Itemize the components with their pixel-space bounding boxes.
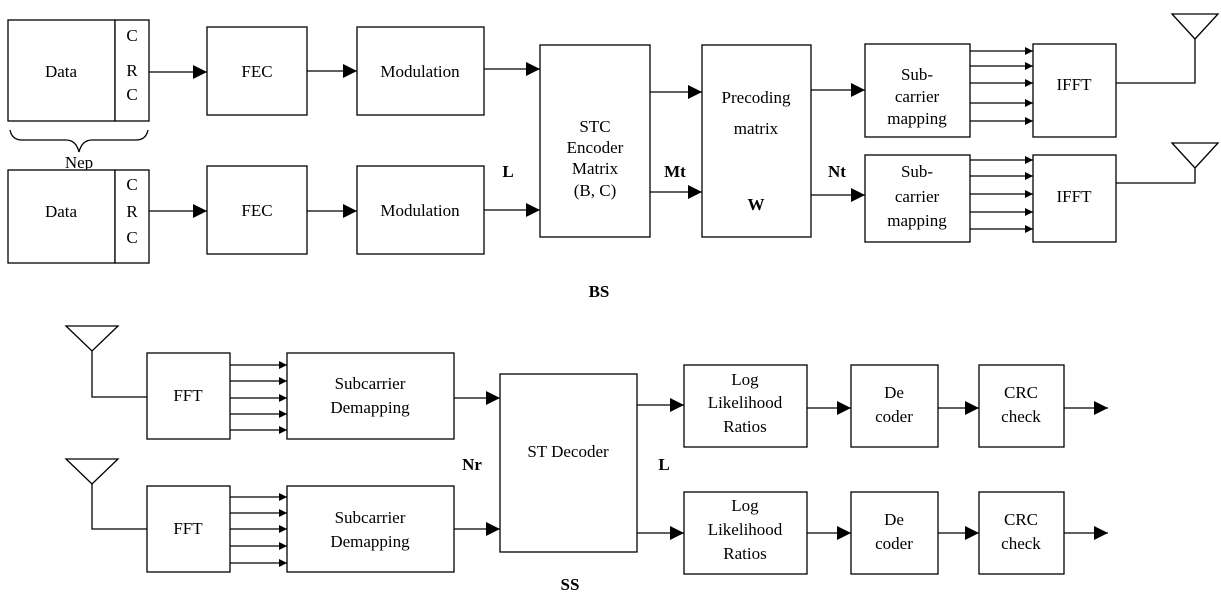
de-coder-2-line2: coder	[875, 534, 913, 553]
subcarrier-1-line2: carrier	[895, 87, 940, 106]
llr-2-line3: Ratios	[723, 544, 766, 563]
precoding-matrix-block	[701, 44, 812, 238]
tx-antenna-icon-1	[1170, 13, 1220, 40]
llr-block-1	[683, 364, 808, 448]
llr-1-line1: Log	[731, 370, 759, 389]
nt-label: Nt	[828, 162, 846, 181]
subcarrier-arrows-2	[970, 156, 1033, 233]
stc-label-line2: Encoder	[567, 138, 624, 157]
precoding-label-line2: matrix	[734, 119, 779, 138]
ss-label: SS	[561, 575, 580, 594]
rx-antenna-icon-2	[64, 458, 120, 485]
ifft-label-1: IFFT	[1057, 75, 1093, 94]
crc-block-2	[114, 169, 150, 264]
bs-label: BS	[589, 282, 610, 301]
modulation-block-1	[356, 26, 485, 116]
llr-2-line1: Log	[731, 496, 759, 515]
stc-label-line4: (B, C)	[574, 181, 617, 200]
llr-block-2	[683, 491, 808, 575]
subcarrier-mapping-block-1	[864, 43, 971, 138]
ifft-label-2: IFFT	[1057, 187, 1093, 206]
demap-1-line1: Subcarrier	[335, 374, 406, 393]
data-block-2	[7, 169, 116, 264]
subcarrier-2-line2: carrier	[895, 187, 940, 206]
tx-antenna-feed-2	[1116, 168, 1196, 184]
modulation-label-1: Modulation	[380, 62, 460, 81]
l-label-ss: L	[658, 455, 669, 474]
de-coder-block-2	[850, 491, 939, 575]
crc-letter-2c: C	[126, 228, 137, 247]
crc-letter-2a: C	[126, 175, 137, 194]
stc-label-line1: STC	[579, 117, 610, 136]
stc-label-line3: Matrix	[572, 159, 619, 178]
w-label: W	[748, 195, 765, 214]
subcarrier-demapping-block-1	[286, 352, 455, 440]
modulation-label-2: Modulation	[380, 201, 460, 220]
crc-letter-1b: R	[126, 61, 138, 80]
fft-block-1	[146, 352, 231, 440]
rx-subcarrier-arrows-2	[230, 493, 287, 567]
tx-antenna-feed-1	[1116, 39, 1196, 84]
rx-antenna-feed-1	[91, 351, 147, 398]
st-decoder-label: ST Decoder	[527, 442, 609, 461]
de-coder-1-line1: De	[884, 383, 904, 402]
nr-label: Nr	[462, 455, 482, 474]
stc-encoder-block	[539, 44, 651, 238]
fft-block-2	[146, 485, 231, 573]
crc-check-1-line1: CRC	[1004, 383, 1038, 402]
crc-letter-2b: R	[126, 202, 138, 221]
llr-1-line2: Likelihood	[708, 393, 783, 412]
rx-subcarrier-arrows-1	[230, 361, 287, 434]
tx-antenna-icon-2	[1170, 142, 1220, 169]
precoding-label-line1: Precoding	[722, 88, 791, 107]
de-coder-2-line1: De	[884, 510, 904, 529]
crc-check-1-line2: check	[1001, 407, 1041, 426]
crc-check-2-line2: check	[1001, 534, 1041, 553]
fec-label-2: FEC	[241, 201, 272, 220]
fec-block-2	[206, 165, 308, 255]
data-label-2: Data	[45, 202, 78, 221]
llr-1-line3: Ratios	[723, 417, 766, 436]
crc-check-block-2	[978, 491, 1065, 575]
crc-check-2-line1: CRC	[1004, 510, 1038, 529]
fec-block-1	[206, 26, 308, 116]
fec-label-1: FEC	[241, 62, 272, 81]
subcarrier-1-line3: mapping	[887, 109, 947, 128]
crc-check-block-1	[978, 364, 1065, 448]
subcarrier-1-line1: Sub-	[901, 65, 933, 84]
data-block-1	[7, 19, 116, 122]
mt-label: Mt	[664, 162, 686, 181]
crc-letter-1a: C	[126, 26, 137, 45]
rx-antenna-icon-1	[64, 325, 120, 352]
demap-2-line1: Subcarrier	[335, 508, 406, 527]
subcarrier-2-line1: Sub-	[901, 162, 933, 181]
de-coder-1-line2: coder	[875, 407, 913, 426]
subcarrier-mapping-block-2	[864, 154, 971, 243]
fft-label-2: FFT	[173, 519, 203, 538]
data-label-1: Data	[45, 62, 78, 81]
de-coder-block-1	[850, 364, 939, 448]
subcarrier-2-line3: mapping	[887, 211, 947, 230]
crc-block-1	[114, 19, 150, 122]
demap-2-line2: Demapping	[330, 532, 410, 551]
l-label-bs: L	[502, 162, 513, 181]
crc-letter-1c: C	[126, 85, 137, 104]
subcarrier-arrows-1	[970, 47, 1033, 125]
demap-1-line2: Demapping	[330, 398, 410, 417]
nep-brace	[9, 129, 149, 153]
subcarrier-demapping-block-2	[286, 485, 455, 573]
llr-2-line2: Likelihood	[708, 520, 783, 539]
st-decoder-block	[499, 373, 638, 553]
nep-label: Nep	[65, 153, 93, 172]
ifft-block-2	[1032, 154, 1117, 243]
fft-label-1: FFT	[173, 386, 203, 405]
ifft-block-1	[1032, 43, 1117, 138]
rx-antenna-feed-2	[91, 484, 147, 530]
